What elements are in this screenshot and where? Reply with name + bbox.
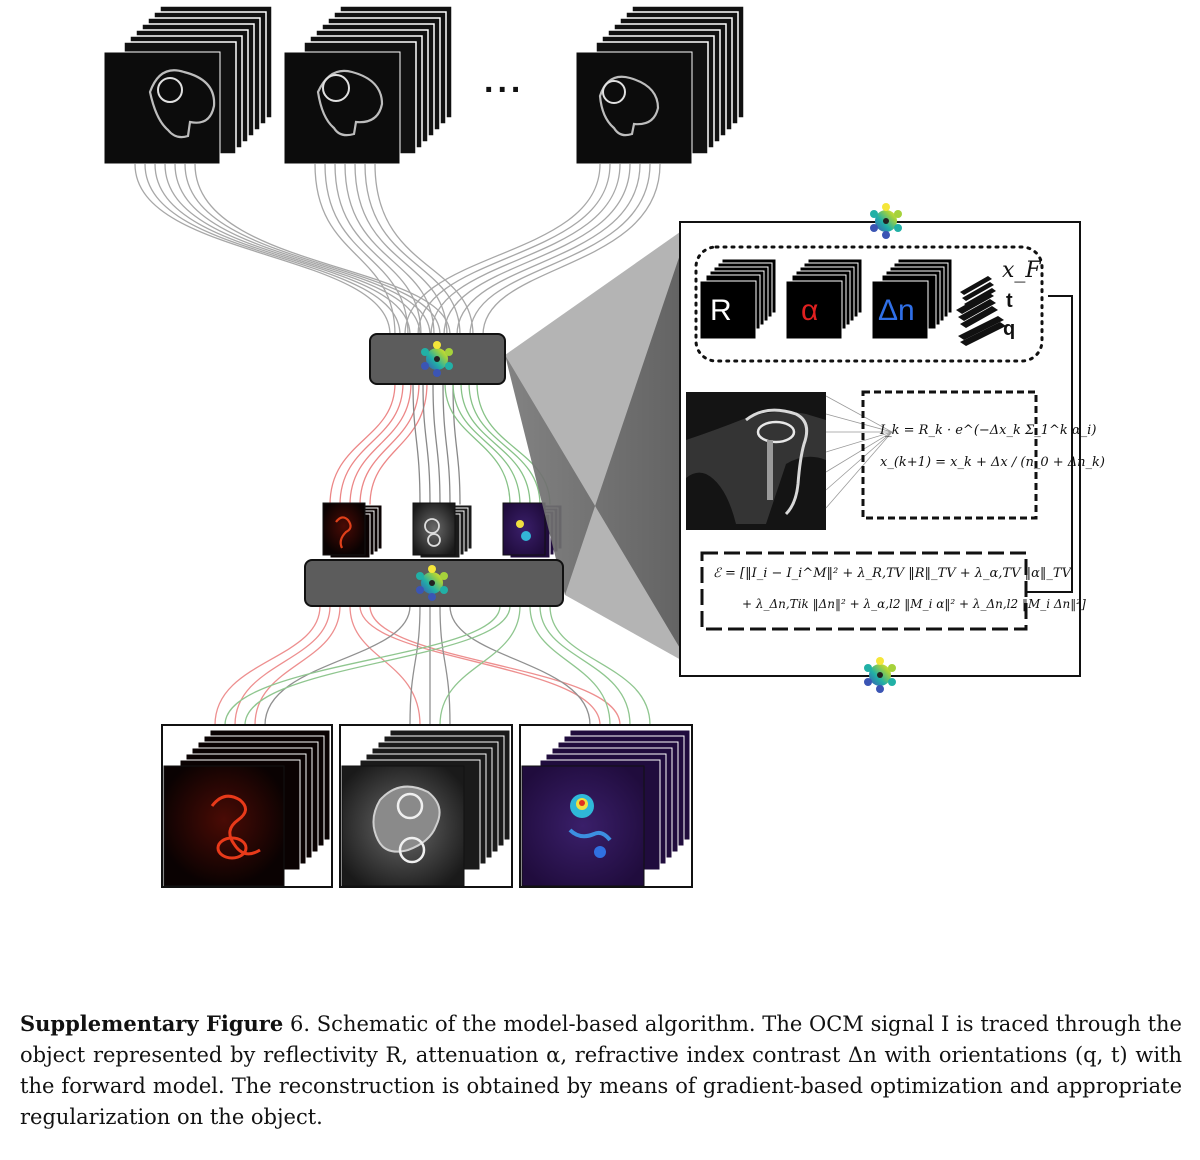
- position-equation: x_(k+1) = x_k + Δx / (n_0 + Δn_k): [880, 455, 1105, 470]
- param-stack-dn: [871, 258, 953, 340]
- caption-label: Supplementary Figure: [20, 1011, 284, 1036]
- feedback-loop: [1026, 295, 1073, 593]
- forward-model-node-lower: [304, 559, 564, 607]
- middle-rays: [329, 382, 551, 506]
- input-stack-1: [103, 5, 273, 165]
- caption-number: 6.: [289, 1012, 311, 1036]
- q-label: q: [1003, 318, 1016, 340]
- output-stack-attenuation: [339, 724, 513, 888]
- forward-model-icon-bottom: [864, 657, 896, 693]
- attenuation-label: α: [801, 294, 819, 327]
- algorithm-schematic: [103, 5, 1081, 888]
- loss-equation-line1: ℰ = [‖I_i − I_i^M‖² + λ_R,TV ‖R‖_TV + λ_…: [713, 566, 1071, 581]
- output-rays: [214, 605, 651, 726]
- orientation-plates-icon: [956, 276, 1006, 346]
- param-stack-alpha: [785, 258, 863, 340]
- refractive-index-label: Δn: [878, 294, 915, 327]
- detail-panel: [679, 221, 1081, 677]
- output-stack-refractive-index: [519, 724, 693, 888]
- caption-text: Schematic of the model-based algorithm. …: [20, 1012, 1182, 1129]
- forward-model-icon-top: [870, 203, 902, 239]
- loss-equation-line2: + λ_Δn,Tik ‖Δn‖² + λ_α,l2 ‖M_i α‖² + λ_Δ…: [742, 597, 1086, 611]
- middle-stack-attenuation: [412, 502, 473, 559]
- param-stack-r: [699, 258, 777, 340]
- intensity-equation: I_k = R_k · e^(−Δx_k Σ_1^k α_i): [880, 423, 1097, 438]
- t-label: t: [1006, 290, 1013, 312]
- output-stack-reflectivity: [161, 724, 333, 888]
- input-rays: [134, 163, 661, 336]
- oct-image: [686, 392, 826, 530]
- focus-label: x_F: [1002, 258, 1041, 283]
- forward-model-node-upper: [369, 333, 506, 385]
- figure-caption: Supplementary Figure 6. Schematic of the…: [20, 1008, 1182, 1133]
- input-stack-2: [283, 5, 453, 165]
- input-stack-n: [575, 5, 745, 165]
- ray-fan: [825, 395, 893, 509]
- middle-stack-reflectivity: [322, 502, 383, 559]
- stack-ellipsis: ...: [484, 62, 525, 100]
- reflectivity-label: R: [710, 294, 732, 327]
